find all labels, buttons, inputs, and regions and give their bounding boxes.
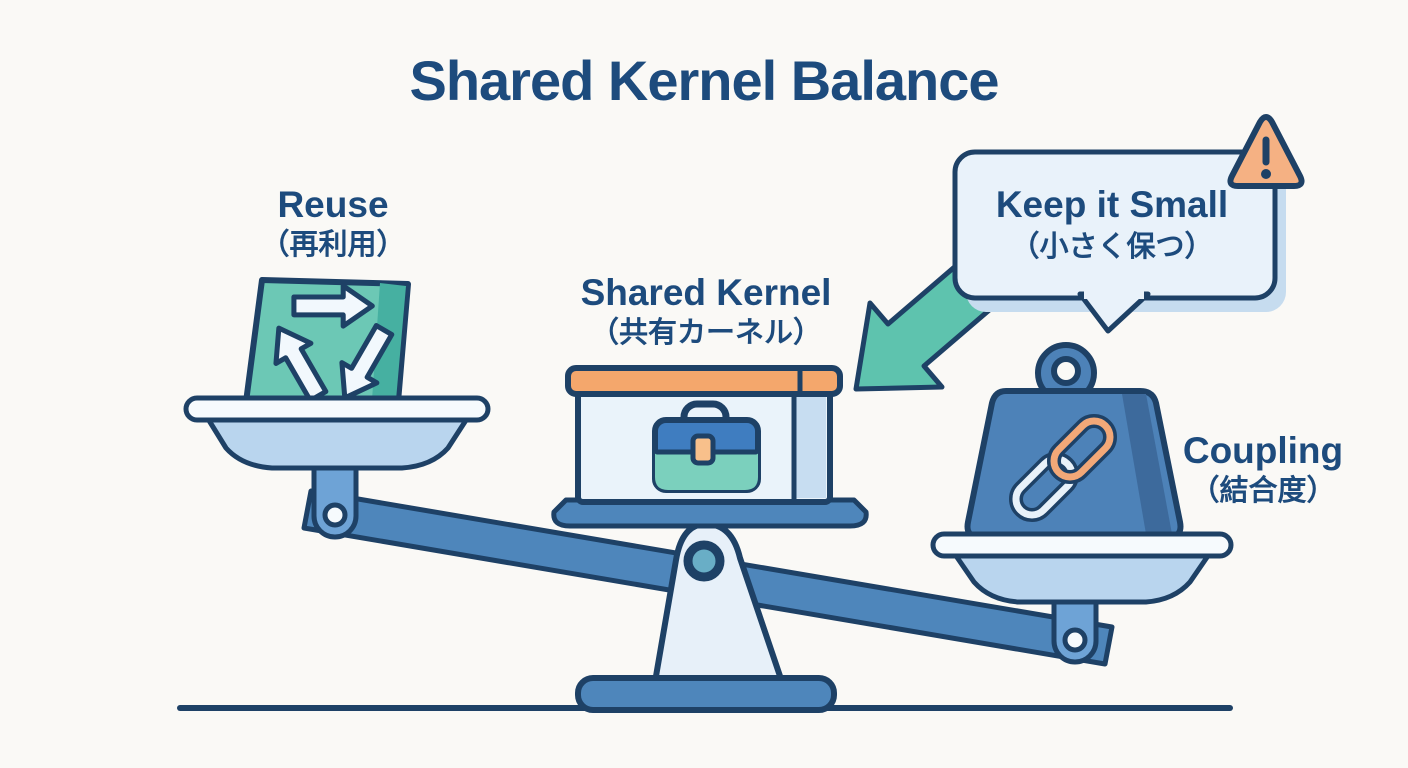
reuse-label-en: Reuse xyxy=(277,184,389,225)
right-pan-rim xyxy=(930,531,1234,559)
shared-kernel-label: Shared Kernel （共有カーネル） xyxy=(581,272,832,350)
left-pivot-hole xyxy=(322,502,348,528)
briefcase-icon xyxy=(652,400,761,493)
right-pan-bowl xyxy=(949,547,1215,605)
left-pan-rim xyxy=(183,395,491,423)
shared-kernel-label-jp: （共有カーネル） xyxy=(589,317,822,350)
keep-it-small-callout: Keep it Small （小さく保つ） xyxy=(996,184,1228,264)
right-pivot-hole xyxy=(1062,627,1088,653)
speech-bubble-tail xyxy=(1077,291,1151,334)
warning-triangle-icon xyxy=(1227,114,1305,189)
reuse-label: Reuse （再利用） xyxy=(260,184,405,262)
chain-link-icon xyxy=(1008,413,1118,523)
coupling-label-en: Coupling xyxy=(1182,430,1344,471)
left-pan-bowl xyxy=(202,411,473,471)
page-title: Shared Kernel Balance xyxy=(409,49,999,112)
coupling-weight-side-panel xyxy=(1122,394,1172,534)
keep-it-small-text-jp: （小さく保つ） xyxy=(1010,231,1214,264)
box-lid xyxy=(565,365,843,397)
left-pan-assembly xyxy=(183,277,491,540)
fulcrum-pivot xyxy=(683,540,725,582)
speech-bubble xyxy=(952,114,1305,334)
coupling-label-jp: （結合度） xyxy=(1190,475,1336,508)
fulcrum-base xyxy=(575,675,837,713)
shared-kernel-label-en: Shared Kernel xyxy=(580,272,832,313)
box-side-strip xyxy=(794,394,826,498)
keep-it-small-text-en: Keep it Small xyxy=(995,184,1229,225)
coupling-label: Coupling （結合度） xyxy=(1183,430,1343,508)
right-pan-assembly xyxy=(930,342,1234,665)
shared-kernel-box xyxy=(551,365,869,529)
reuse-label-jp: （再利用） xyxy=(260,229,406,262)
box-platform xyxy=(551,497,869,529)
speech-bubble-tail-joint xyxy=(1084,290,1144,299)
weight-ring-hole xyxy=(1051,356,1081,386)
